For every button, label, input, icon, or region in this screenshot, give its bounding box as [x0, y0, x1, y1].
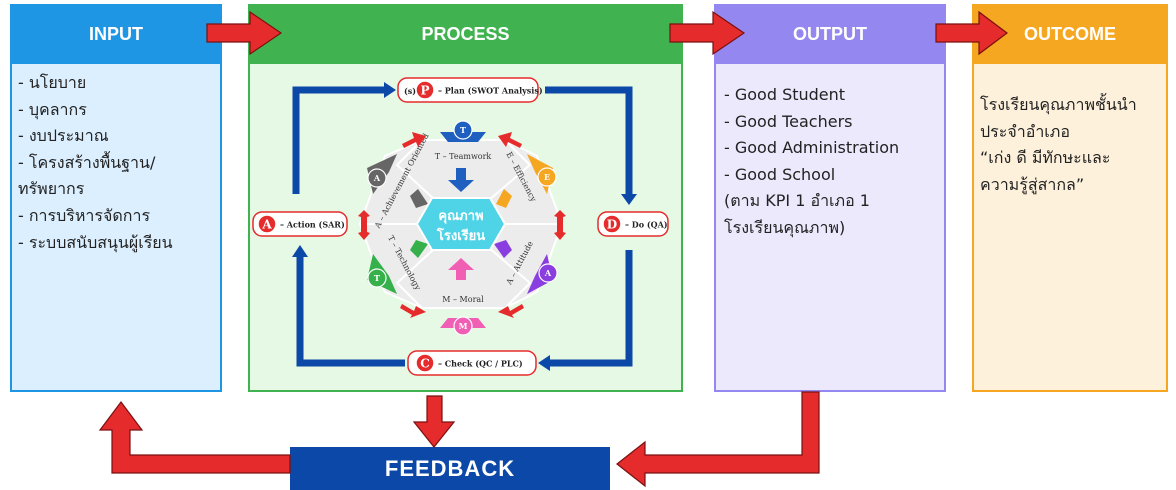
label-teamwork: T – Teamwork [435, 152, 492, 161]
plan-step: (s) P – Plan (SWOT Analysis) [397, 77, 543, 103]
badge-technology: T [367, 254, 397, 294]
input-item: ทรัพยากร [18, 179, 85, 199]
svg-text:E: E [544, 172, 550, 182]
outcome-text: โรงเรียนคุณภาพชั้นนำ ประจำอำเภอ “เก่ง ดี… [980, 92, 1160, 198]
input-header: INPUT [10, 4, 222, 64]
arrow-input-to-process [206, 10, 283, 56]
arrow-achievement-center [410, 189, 428, 208]
center-label-line1: คุณภาพ [438, 209, 483, 224]
do-label: – Do (QA) [625, 220, 668, 230]
svg-text:A: A [544, 268, 552, 278]
arrow-efficiency-center [496, 189, 512, 208]
input-item: - โครงสร้างพื้นฐาน/ [18, 152, 156, 172]
arrow-attitude-center [494, 240, 512, 258]
input-item: - บุคลากร [18, 99, 87, 119]
output-item: - Good School [724, 164, 836, 184]
plan-letter: P [420, 84, 429, 98]
output-note-line: (ตาม KPI 1 อำเภอ 1 [724, 191, 870, 211]
cycle-arrow-check-to-action [296, 255, 405, 367]
output-list: - Good Student - Good Teachers - Good Ad… [724, 82, 942, 242]
arrow-process-to-feedback [412, 395, 456, 448]
output-body [714, 64, 946, 392]
badge-efficiency: E [527, 154, 557, 194]
input-item: - ระบบสนับสนุนผู้เรียน [18, 232, 173, 252]
segment-connector-arrows [358, 132, 566, 318]
input-list: - นโยบาย - บุคลากร - งบประมาณ - โครงสร้า… [18, 70, 218, 256]
badge-teamwork: T [440, 120, 486, 142]
label-moral: M – Moral [442, 295, 484, 304]
do-step: D – Do (QA) [597, 211, 669, 237]
outcome-body [972, 64, 1168, 392]
outcome-line: โรงเรียนคุณภาพชั้นนำ [980, 95, 1137, 114]
output-item: - Good Student [724, 85, 846, 104]
arrow-moral-center [448, 258, 474, 280]
output-item: - Good Teachers [724, 111, 853, 131]
center-hexagon [415, 197, 507, 251]
action-label: – Action (SAR) [280, 220, 345, 230]
output-header: OUTPUT [714, 4, 946, 64]
svg-text:T: T [460, 125, 466, 135]
output-column: OUTPUT - Good Student - Good Teachers - … [714, 4, 946, 392]
check-letter: C [420, 357, 430, 371]
badge-achievement: A [367, 154, 397, 194]
action-step: A – Action (SAR) [252, 211, 348, 237]
arrow-process-to-output [669, 10, 746, 56]
outcome-line: ประจำอำเภอ [980, 121, 1070, 141]
arrow-teamwork-center [448, 168, 474, 192]
plan-label: – Plan (SWOT Analysis) [438, 86, 543, 96]
input-column: INPUT - นโยบาย - บุคลากร - งบประมาณ - โค… [10, 4, 222, 392]
process-header: PROCESS [248, 4, 683, 64]
feedback-box: FEEDBACK [290, 447, 610, 490]
output-note-line: โรงเรียนคุณภาพ) [724, 217, 846, 237]
input-body [10, 64, 222, 392]
arrow-output-to-feedback [616, 391, 820, 488]
arrow-output-to-outcome [935, 10, 1008, 56]
cycle-arrow-do-to-check [548, 250, 633, 367]
check-step: C – Check (QC / PLC) [407, 350, 537, 376]
arrow-technology-center [410, 240, 428, 258]
svg-text:T: T [374, 273, 380, 283]
outcome-column: OUTCOME โรงเรียนคุณภาพชั้นนำ ประจำอำเภอ … [972, 4, 1168, 392]
action-letter: A [261, 218, 272, 232]
pdca-cycle [292, 82, 637, 371]
svg-text:A: A [373, 173, 381, 183]
input-item: - นโยบาย [18, 73, 87, 92]
input-item: - การบริหารจัดการ [18, 205, 151, 225]
arrow-feedback-to-input [98, 401, 291, 474]
plan-prefix: (s) [404, 86, 416, 96]
check-label: – Check (QC / PLC) [438, 359, 523, 369]
cycle-arrow-plan-to-do [545, 86, 633, 196]
quality-wheel: คุณภาพ โรงเรียน T – Teamwork M – Moral E… [358, 120, 566, 336]
outcome-line: “เก่ง ดี มีทักษะและ [980, 148, 1111, 168]
cycle-arrow-action-to-plan [292, 86, 385, 194]
svg-text:M: M [459, 321, 468, 331]
input-item: - งบประมาณ [18, 126, 109, 146]
badge-attitude: A [527, 254, 558, 294]
do-letter: D [607, 218, 617, 232]
outcome-line: ความรู้สู่สากล” [980, 174, 1085, 194]
badge-moral: M [440, 316, 486, 336]
output-item: - Good Administration [724, 138, 900, 158]
center-label-line2: โรงเรียน [436, 227, 485, 244]
